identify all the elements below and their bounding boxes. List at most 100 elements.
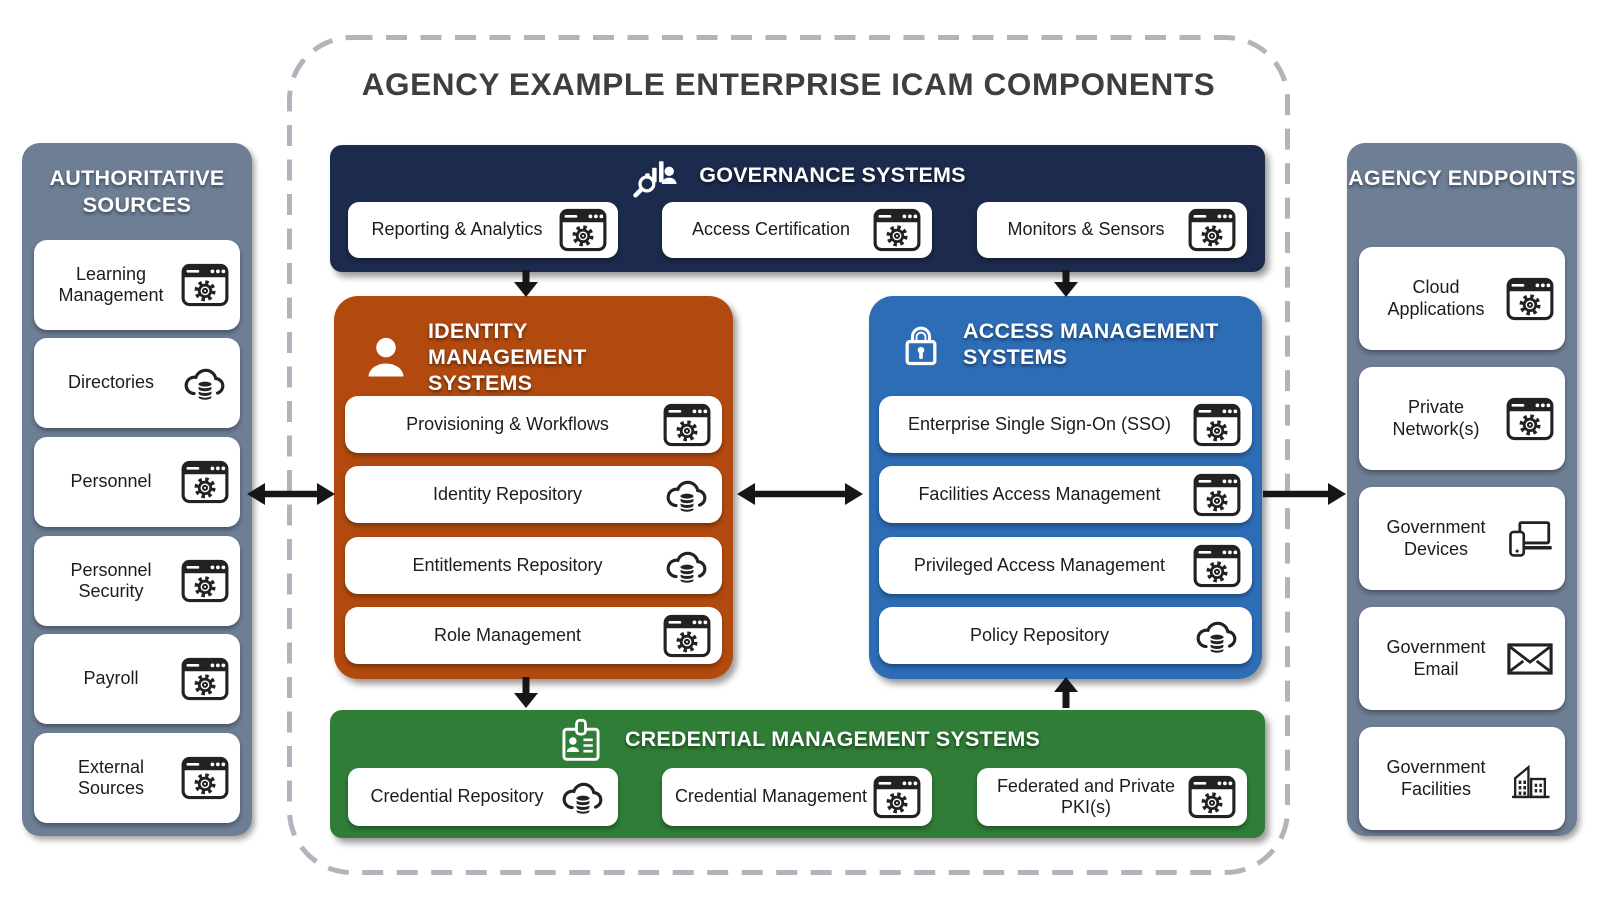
app-window-gear-icon — [1187, 774, 1237, 820]
section-title: ACCESS MANAGEMENT SYSTEMS — [963, 319, 1219, 370]
access-management-section: ACCESS MANAGEMENT SYSTEMS Enterprise Sin… — [869, 296, 1262, 679]
devices-icon — [1505, 516, 1555, 562]
item-label: Payroll — [83, 668, 139, 689]
identity-management-section: IDENTITY MANAGEMENT SYSTEMS Provisioning… — [334, 296, 733, 679]
arrow-identity-to-credential — [510, 677, 542, 708]
app-window-gear-icon — [872, 774, 922, 820]
credential-section-header: CREDENTIAL MANAGEMENT SYSTEMS — [330, 715, 1265, 763]
item-label: Cloud Applications — [1387, 277, 1485, 319]
agency-endpoints-panel: AGENCY ENDPOINTS Cloud Applications Priv… — [1347, 143, 1577, 836]
app-window-gear-icon — [1505, 276, 1555, 322]
governance-section-header: GOVERNANCE SYSTEMS — [330, 151, 1265, 199]
item-label: Privileged Access Management — [913, 554, 1166, 575]
panel-title: AGENCY ENDPOINTS — [1348, 166, 1576, 190]
list-item-federated-private-pki: Federated and Private PKI(s) — [977, 768, 1247, 826]
arrow-governance-to-access — [1050, 270, 1082, 297]
app-window-gear-icon — [1192, 543, 1242, 589]
diagram-title: AGENCY EXAMPLE ENTERPRISE ICAM COMPONENT… — [361, 66, 1216, 102]
cloud-database-icon — [662, 472, 712, 518]
section-title: GOVERNANCE SYSTEMS — [699, 162, 966, 187]
item-label: Policy Repository — [969, 624, 1110, 645]
list-item-directories: Directories — [34, 338, 240, 428]
list-item-reporting-analytics: Reporting & Analytics — [348, 202, 618, 258]
app-window-gear-icon — [180, 558, 230, 604]
item-label: Enterprise Single Sign-On (SSO) — [907, 413, 1172, 434]
list-item-credential-management: Credential Management — [662, 768, 932, 826]
section-title: IDENTITY MANAGEMENT SYSTEMS — [428, 319, 587, 396]
list-item-identity-repository: Identity Repository — [345, 466, 722, 523]
list-item-government-email: Government Email — [1359, 607, 1565, 710]
authoritative-sources-panel: AUTHORITATIVE SOURCES Learning Managemen… — [22, 143, 252, 836]
item-label: Government Devices — [1386, 517, 1486, 559]
item-label: Government Email — [1386, 637, 1486, 679]
item-label: Entitlements Repository — [412, 554, 603, 575]
app-window-gear-icon — [1192, 402, 1242, 448]
item-label: Identity Repository — [432, 483, 583, 504]
list-item-payroll: Payroll — [34, 634, 240, 724]
list-item-provisioning-workflows: Provisioning & Workflows — [345, 396, 722, 453]
item-label: Personnel Security — [70, 559, 152, 601]
item-label: Reporting & Analytics — [371, 219, 543, 240]
list-item-monitors-sensors: Monitors & Sensors — [977, 202, 1247, 258]
app-window-gear-icon — [180, 459, 230, 505]
arrow-governance-to-identity — [510, 270, 542, 297]
item-label: Credential Repository — [370, 786, 544, 807]
buildings-icon — [1505, 756, 1555, 802]
app-window-gear-icon — [1192, 472, 1242, 518]
cloud-database-icon — [1192, 613, 1242, 659]
app-window-gear-icon — [180, 755, 230, 801]
list-item-government-devices: Government Devices — [1359, 487, 1565, 590]
access-section-header: ACCESS MANAGEMENT SYSTEMS — [895, 318, 1223, 370]
item-label: Provisioning & Workflows — [406, 413, 609, 434]
list-item-enterprise-sso: Enterprise Single Sign-On (SSO) — [879, 396, 1252, 453]
arrow-credential-to-access — [1050, 677, 1082, 708]
app-window-gear-icon — [662, 613, 712, 659]
governance-systems-section: GOVERNANCE SYSTEMS Reporting & Analytics… — [330, 145, 1265, 272]
item-label: Credential Management — [674, 786, 868, 807]
list-item-access-certification: Access Certification — [662, 202, 932, 258]
app-window-gear-icon — [1505, 396, 1555, 442]
analytics-search-icon — [629, 151, 681, 199]
arrow-identity-access-bidirectional — [736, 479, 864, 509]
padlock-icon — [895, 320, 947, 368]
list-item-personnel-security: Personnel Security — [34, 536, 240, 626]
item-label: External Sources — [77, 756, 145, 798]
item-label: Access Certification — [691, 219, 851, 240]
list-item-credential-repository: Credential Repository — [348, 768, 618, 826]
panel-title: AUTHORITATIVE SOURCES — [49, 166, 225, 217]
list-item-policy-repository: Policy Repository — [879, 607, 1252, 664]
item-label: Federated and Private PKI(s) — [996, 775, 1176, 817]
id-badge-icon — [555, 715, 607, 763]
cloud-database-icon — [662, 543, 712, 589]
list-item-role-management: Role Management — [345, 607, 722, 664]
app-window-gear-icon — [1187, 207, 1237, 253]
item-label: Monitors & Sensors — [1007, 219, 1165, 240]
list-item-cloud-applications: Cloud Applications — [1359, 247, 1565, 350]
cloud-database-icon — [180, 360, 230, 406]
list-item-external-sources: External Sources — [34, 733, 240, 823]
app-window-gear-icon — [558, 207, 608, 253]
app-window-gear-icon — [872, 207, 922, 253]
arrow-sources-identity-bidirectional — [246, 479, 336, 509]
list-item-facilities-access-management: Facilities Access Management — [879, 466, 1252, 523]
identity-section-header: IDENTITY MANAGEMENT SYSTEMS — [360, 318, 688, 397]
item-label: Private Network(s) — [1392, 397, 1480, 439]
app-window-gear-icon — [180, 656, 230, 702]
item-label: Personnel — [70, 471, 152, 492]
list-item-entitlements-repository: Entitlements Repository — [345, 537, 722, 594]
list-item-personnel: Personnel — [34, 437, 240, 527]
item-label: Facilities Access Management — [918, 483, 1161, 504]
cloud-database-icon — [558, 774, 608, 820]
app-window-gear-icon — [662, 402, 712, 448]
item-label: Role Management — [433, 624, 582, 645]
credential-management-section: CREDENTIAL MANAGEMENT SYSTEMS Credential… — [330, 710, 1265, 838]
section-title: CREDENTIAL MANAGEMENT SYSTEMS — [624, 726, 1041, 751]
item-label: Learning Management — [58, 263, 164, 305]
arrow-access-to-endpoints — [1262, 479, 1347, 509]
item-label: Directories — [67, 372, 155, 393]
list-item-government-facilities: Government Facilities — [1359, 727, 1565, 830]
list-item-private-networks: Private Network(s) — [1359, 367, 1565, 470]
list-item-privileged-access-management: Privileged Access Management — [879, 537, 1252, 594]
item-label: Government Facilities — [1386, 757, 1486, 799]
